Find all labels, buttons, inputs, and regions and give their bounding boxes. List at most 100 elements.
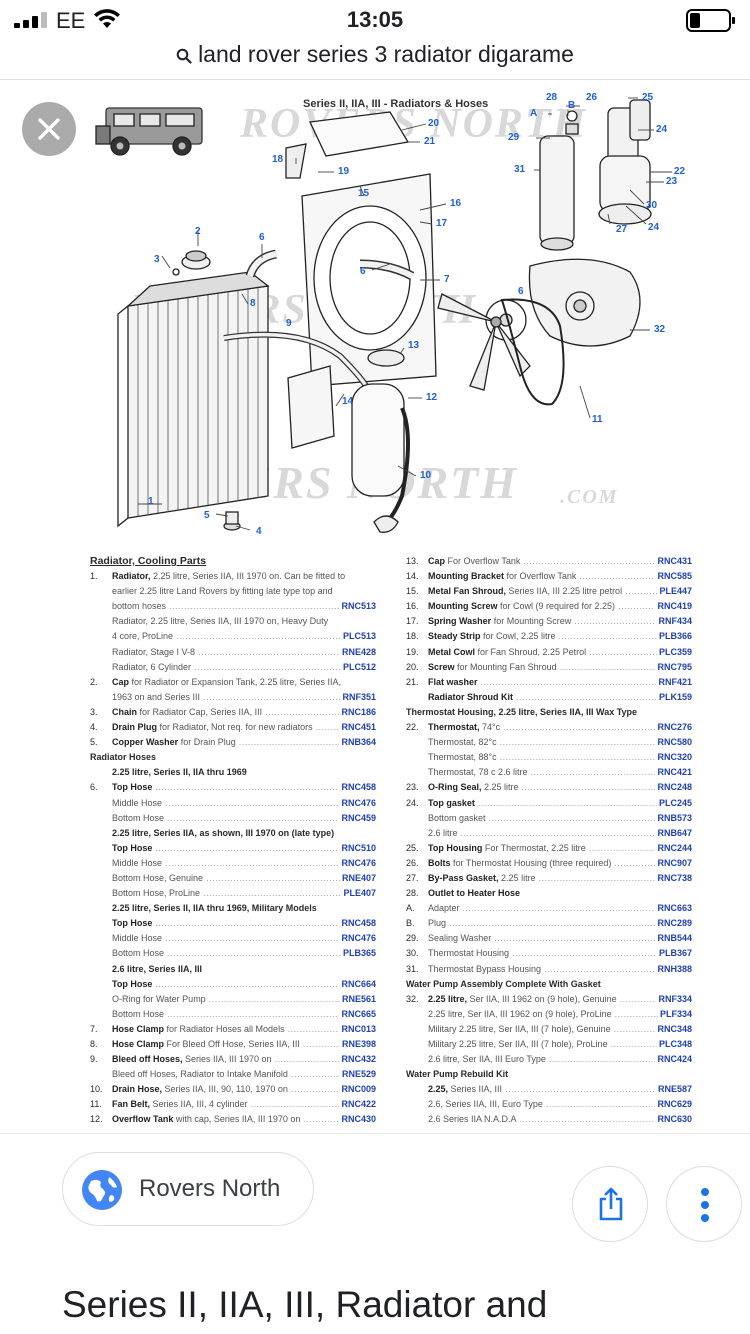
parts-row: 3.Chain for Radiator Cap, Series IIA, II…: [90, 704, 376, 721]
part-code: RNB544: [655, 931, 692, 947]
search-query-display[interactable]: land rover series 3 radiator digarame: [0, 38, 750, 80]
leader-dots: ........................................…: [176, 631, 376, 642]
callout: 31: [514, 164, 526, 175]
more-options-button[interactable]: [666, 1166, 742, 1242]
part-detail: with cap, Series IIA, III 1970 on: [173, 1114, 301, 1125]
part-detail: Military 2.25 litre, Ser IIA, III (7 hol…: [428, 1023, 611, 1034]
parts-row: 19.Metal Cowl for Fan Shroud, 2.25 Petro…: [406, 644, 692, 660]
part-description: Top Hose ...............................…: [112, 780, 376, 795]
part-detail: 2.25 litre, Ser IIA, III 1962 on (9 hole…: [428, 1008, 612, 1019]
leader-dots: ........................................…: [477, 797, 692, 808]
part-number: 7.: [90, 1023, 98, 1034]
parts-row: Bleed off Hoses, Radiator to Intake Mani…: [90, 1067, 376, 1083]
parts-row: 12.Overflow Tank with cap, Series IIA, I…: [90, 1112, 376, 1128]
source-chip[interactable]: Rovers North: [62, 1152, 314, 1226]
parts-row: 2.25 litre, Ser IIA, III 1962 on (9 hole…: [406, 1006, 692, 1022]
callout: 6: [360, 266, 366, 277]
callout: 11: [592, 414, 603, 425]
leader-dots: ........................................…: [617, 994, 692, 1004]
part-code: RNE428: [339, 644, 376, 660]
part-detail: for Overflow Tank: [504, 571, 577, 582]
part-description: 2.25 litre, Ser IIA, III 1962 on (9 hole…: [428, 992, 692, 1007]
part-number: 29.: [406, 933, 419, 944]
leader-dots: ........................................…: [530, 767, 692, 778]
image-viewer[interactable]: ROVERS NORTH ROVERS NORTH ROVERS NORTH .…: [0, 80, 750, 1133]
part-code: RNE398: [339, 1037, 376, 1053]
leader-dots: ........................................…: [538, 872, 692, 883]
part-detail: Series IIA, III 1970 on: [182, 1054, 272, 1065]
result-title[interactable]: Series II, IIA, III, Radiator and: [62, 1284, 548, 1325]
part-description: Military 2.25 litre, Ser IIA, III (7 hol…: [428, 1022, 692, 1037]
share-button[interactable]: [572, 1166, 648, 1242]
parts-row: 6.Top Hose .............................…: [90, 780, 376, 796]
part-description: Top Hose ...............................…: [112, 841, 376, 856]
leader-dots: ........................................…: [614, 1008, 692, 1019]
parts-row: 2.25, Series IIA, III ..................…: [406, 1082, 692, 1098]
part-code: RNF434: [656, 614, 692, 630]
share-icon: [599, 1187, 623, 1221]
water-pump: [485, 258, 641, 347]
parts-row: 2.6 Series IIA N.A.D.A .................…: [406, 1112, 692, 1128]
part-description: 2.25 litre, Ser IIA, III 1962 on (9 hole…: [428, 1007, 692, 1022]
part-description: Bottom Hose ............................…: [112, 811, 376, 826]
part-detail: Military 2.25 litre, Ser IIA, III (7 hol…: [428, 1039, 608, 1049]
parts-row: 8.Hose Clamp For Bleed Off Hose, Series …: [90, 1037, 376, 1053]
leader-dots: ........................................…: [462, 903, 692, 914]
wifi-icon: [94, 9, 120, 28]
parts-row: Bottom gasket ..........................…: [406, 810, 692, 826]
callout: 26: [586, 92, 598, 103]
callout: 27: [616, 224, 628, 235]
parts-row: Middle Hose ............................…: [90, 855, 376, 871]
part-code: PLB366: [656, 629, 692, 645]
leader-dots: ........................................…: [198, 646, 376, 657]
leader-dots: ........................................…: [203, 691, 376, 702]
callout: 12: [426, 392, 438, 403]
part-detail: 74°c: [479, 722, 501, 733]
callout: 28: [546, 92, 558, 103]
part-name: Drain Plug: [112, 722, 158, 733]
part-detail: 2.6, Series IIA, III, Euro Type: [428, 1099, 543, 1110]
leader-dots: ........................................…: [300, 1039, 376, 1049]
parts-row: Top Hose ...............................…: [90, 916, 376, 932]
part-code: RNC421: [655, 765, 692, 781]
leader-dots: ........................................…: [165, 857, 376, 868]
battery-icon: [686, 9, 735, 32]
part-code: PLC245: [656, 795, 692, 811]
part-description: 1963 on and Series III .................…: [112, 690, 376, 705]
callout: 24: [656, 124, 668, 135]
leader-dots: ........................................…: [523, 556, 692, 566]
radiator-core: [117, 271, 270, 528]
part-detail: Bottom Hose, Genuine: [112, 872, 204, 883]
search-bar[interactable]: land rover series 3 radiator digarame: [0, 38, 750, 80]
part-description: Top Housing For Thermostat, 2.25 litre .…: [428, 841, 692, 856]
part-detail: Radiator, 6 Cylinder: [112, 661, 192, 672]
part-detail: for Cowl, 2.25 litre: [480, 631, 556, 642]
parts-row: 29.Sealing Washer ......................…: [406, 931, 692, 947]
leader-dots: ........................................…: [165, 933, 376, 944]
leader-dots: ........................................…: [460, 827, 692, 838]
part-number: 1.: [90, 571, 98, 582]
part-detail: 1963 on and Series III: [112, 691, 201, 702]
part-description: Middle Hose ............................…: [112, 931, 376, 946]
part-name: 2.25,: [428, 1084, 449, 1095]
parts-row: 4 core, ProLine ........................…: [90, 629, 376, 645]
part-name: Top Hose: [112, 782, 153, 793]
part-detail: for Mounting Fan Shroud: [454, 661, 557, 672]
part-name: Top gasket: [428, 797, 475, 808]
part-detail: Middle Hose: [112, 933, 163, 944]
part-description: Top Hose ...............................…: [112, 916, 376, 931]
parts-row: Bottom Hose ............................…: [90, 810, 376, 826]
parts-row: Middle Hose ............................…: [90, 795, 376, 811]
callout: 15: [358, 188, 370, 199]
part-description: Copper Washer for Drain Plug ...........…: [112, 735, 376, 750]
part-description: 2.6 Series IIA N.A.D.A .................…: [428, 1112, 692, 1127]
section-heading: Water Pump Rebuild Kit: [406, 1069, 509, 1080]
part-code: RNC320: [655, 750, 692, 766]
close-button[interactable]: [22, 102, 76, 156]
part-description: O-Ring Seal, 2.25 litre ................…: [428, 780, 692, 795]
part-detail: Series IIA, III, 90, 110, 1970 on: [162, 1084, 288, 1095]
parts-row: 2.6 litre, Series IIA, III: [90, 962, 376, 977]
section-title: Radiator, Cooling Parts: [90, 555, 207, 567]
part-name: Fan Belt,: [112, 1099, 151, 1110]
part-number: 3.: [90, 706, 98, 717]
